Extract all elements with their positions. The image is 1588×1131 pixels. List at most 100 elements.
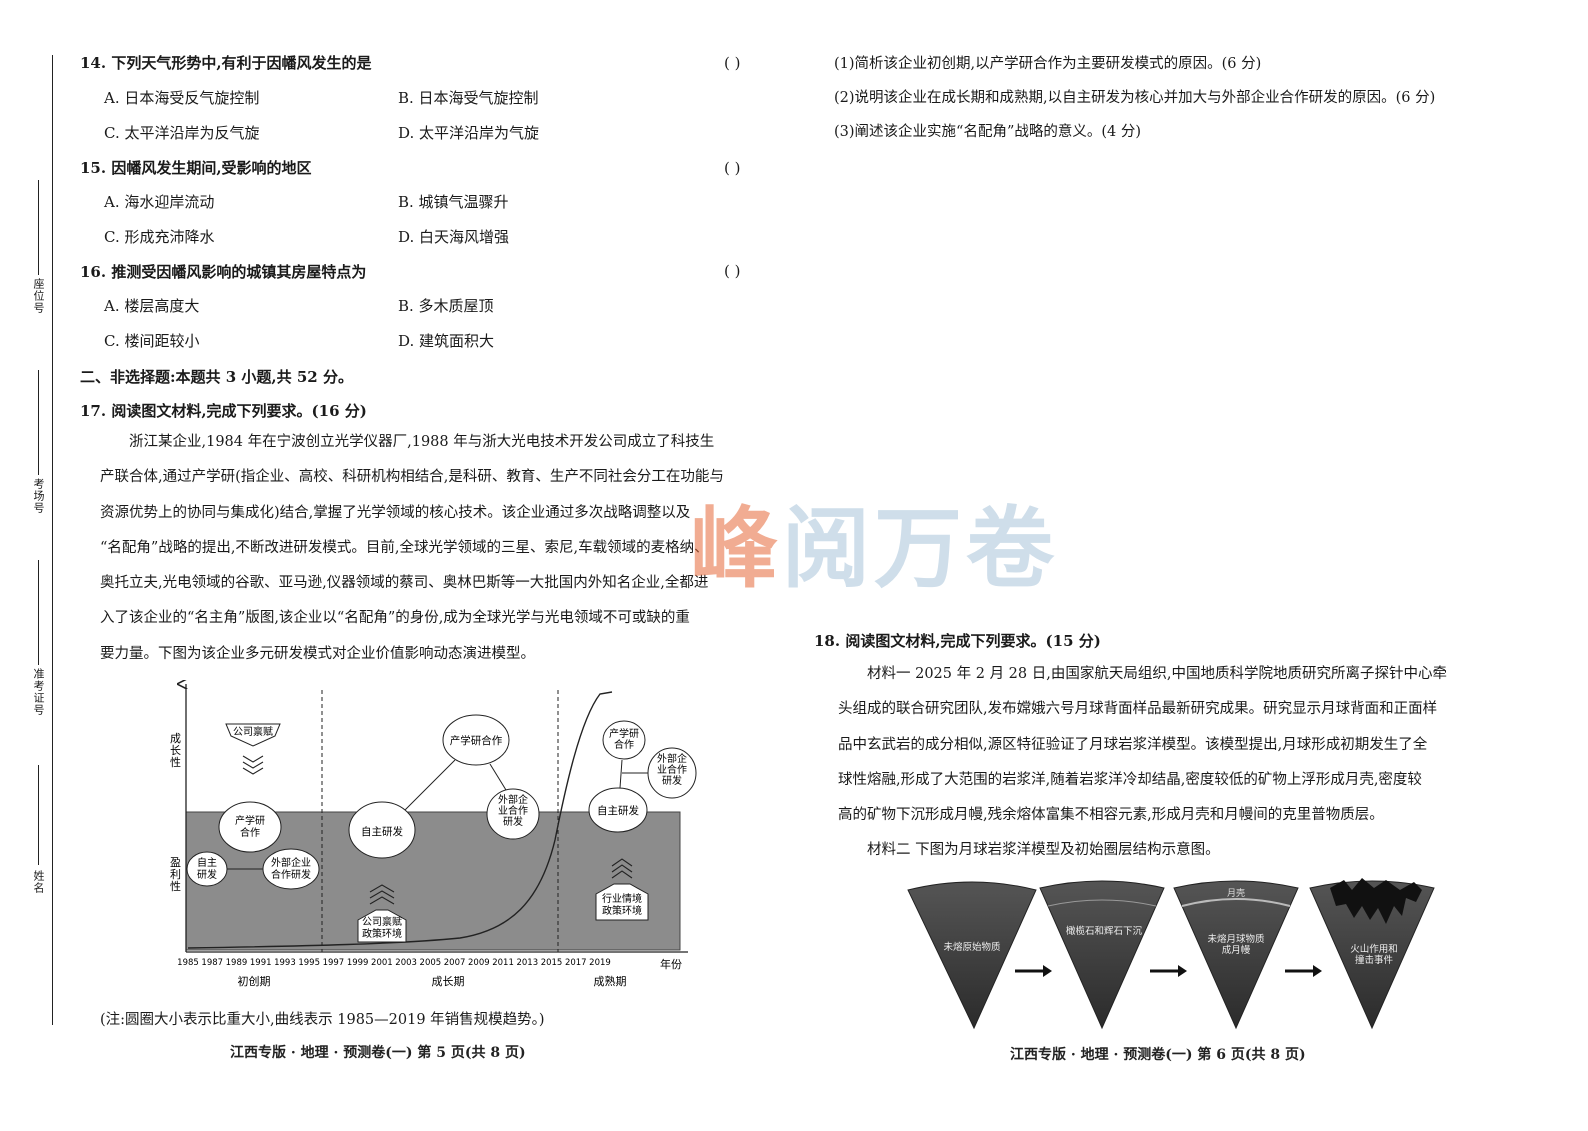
text-line: 自主 (197, 856, 217, 869)
period-label: 成长期 (432, 975, 465, 988)
wedge-label: 橄榄石和辉石下沉 (1066, 925, 1143, 937)
q14-option-a: A. 日本海受反气旋控制 (104, 89, 260, 107)
x-tick-label: 2001 (371, 958, 393, 968)
period-label: 成熟期 (594, 974, 627, 988)
x-tick-label: 2017 (565, 958, 587, 968)
chevrons (611, 858, 633, 879)
text-line: 长 (170, 744, 181, 757)
ylabel-growth: 成长性 (170, 732, 181, 769)
wedge-layer (1047, 899, 1157, 907)
wedge-top-label: 月壳 (1227, 887, 1245, 899)
circle-iur-2 (442, 714, 510, 766)
q15-option-b: B. 城镇气温骤升 (398, 193, 509, 211)
endowment-box-1 (225, 723, 281, 747)
wedge-label: 火山作用和撞击事件 (1350, 943, 1398, 966)
text-line: 研发 (503, 815, 523, 828)
x-tick-label: 2009 (468, 958, 490, 968)
arrow-head (1043, 965, 1052, 977)
x-tick-label: 2005 (420, 958, 442, 968)
text-line: 成 (170, 732, 181, 745)
text-line: 性 (170, 879, 181, 893)
x-tick-label: 2011 (492, 958, 514, 968)
q16-option-a: A. 楼层高度大 (104, 297, 200, 315)
circle-iur-1 (218, 801, 282, 853)
wedge-label: 未熔月球物质成月幔 (1207, 933, 1265, 956)
xlabel-year: 年份 (660, 957, 682, 971)
chevrons (242, 755, 264, 775)
box-label: 公司禀赋政策环境 (362, 915, 402, 940)
text-line: 撞击事件 (1355, 954, 1394, 966)
wedge-crust (1181, 898, 1291, 907)
q17-line: 奥托立夫,光电领域的谷歌、亚马逊,仪器领域的蔡司、奥林巴斯等一大批国内外知名企业… (100, 575, 709, 592)
watermark-rest: 阅万卷 (782, 497, 1059, 600)
circle-external-2 (486, 788, 540, 840)
circle-self-3 (588, 787, 648, 833)
x-tick-label: 2019 (589, 958, 611, 968)
circle-label: 产学研合作 (450, 734, 503, 747)
text-line: 行业情境 (602, 892, 642, 905)
endowment-policy-box (357, 909, 407, 943)
circle-label: 产学研合作 (235, 814, 265, 839)
q18-passage: 材料一 2025 年 2 月 28 日,由国家航天局组织,中国地质科学院地质研究… (838, 657, 1502, 869)
q18-line: 材料二 下图为月球岩浆洋模型及初始圈层结构示意图。 (867, 842, 1220, 859)
seat-label: 座位号 (32, 278, 45, 314)
text-line: 外部企业 (271, 856, 311, 869)
wedge-3 (1173, 880, 1299, 1030)
box-label: 行业情境政策环境 (602, 892, 642, 917)
sales-curve (187, 691, 613, 949)
q16-answer-paren: ( ) (724, 262, 741, 280)
q16-option-b: B. 多木质屋顶 (398, 297, 494, 315)
q17-passage: 浙江某企业,1984 年在宁波创立光学仪器厂,1988 年与浙大光电技术开发公司… (100, 425, 770, 672)
circle-external-1 (262, 848, 320, 890)
x-tick-label: 1989 (226, 958, 248, 968)
ticket-blank (38, 560, 39, 665)
q17-line: 入了该企业的“名主角”版图,该企业以“名配角”的身份,成为全球光学与光电领域不可… (100, 610, 690, 627)
q18-line: 材料一 2025 年 2 月 28 日,由国家航天局组织,中国地质科学院地质研究… (867, 666, 1447, 682)
q18-line: 头组成的联合研究团队,发布嫦娥六号月球背面样品最新研究成果。研究显示月球背面和正… (838, 701, 1438, 718)
text-line: 研发 (197, 868, 217, 881)
section-2-heading: 二、非选择题:本题共 3 小题,共 52 分。 (80, 368, 353, 386)
circle-label: 自主研发 (197, 856, 217, 881)
q16-option-d: D. 建筑面积大 (398, 332, 495, 350)
q17-line: “名配角”战略的提出,不断改进研发模式。目前,全球光学领域的三星、索尼,车载领域… (100, 539, 709, 556)
room-label: 考场号 (32, 478, 45, 514)
name-blank (38, 765, 39, 865)
text-line: 政策环境 (362, 927, 402, 940)
q18-line: 高的矿物下沉形成月幔,残余熔体富集不相容元素,形成月壳和月幔间的克里普物质层。 (838, 807, 1384, 824)
watermark: 峰阅万卷 (690, 478, 1058, 605)
seat-blank (38, 180, 39, 275)
text-line: 合作 (614, 738, 634, 751)
circle-label: 自主研发 (597, 804, 639, 817)
q17-sub-2: (2)说明该企业在成长期和成熟期,以自主研发为核心并加大与外部企业合作研发的原因… (834, 90, 1436, 106)
circle-label: 自主研发 (361, 825, 403, 838)
q14-option-d: D. 太平洋沿岸为气旋 (398, 124, 540, 142)
text-line: 利 (170, 868, 181, 881)
q15-option-a: A. 海水迎岸流动 (104, 193, 215, 211)
period-labels: 初创期成长期成熟期 (238, 974, 627, 988)
arrow-head (1313, 965, 1322, 977)
q18-stem: 18. 阅读图文材料,完成下列要求。(15 分) (814, 632, 1101, 650)
text-line: 业合作 (657, 763, 687, 776)
q18-line: 球性熔融,形成了大范围的岩浆洋,随着岩浆洋冷却结晶,密度较低的矿物上浮形成月壳,… (838, 771, 1422, 788)
q14-option-b: B. 日本海受气旋控制 (398, 89, 539, 107)
ticket-label: 准考证号 (32, 668, 45, 716)
q18-line: 品中玄武岩的成分相似,源区特征验证了月球岩浆洋模型。该模型提出,月球形成初期发生… (838, 736, 1428, 753)
q17-line: 产联合体,通过产学研(指企业、高校、科研机构相结合,是科研、教育、生产不同社会分… (100, 469, 724, 486)
text-line: 公司禀赋 (233, 725, 273, 738)
text-line: 公司禀赋 (362, 915, 402, 928)
text-line: 研发 (662, 774, 682, 787)
text-line: 性 (170, 755, 181, 769)
x-tick-label: 2013 (516, 958, 538, 968)
x-tick-label: 2007 (444, 958, 466, 968)
chevrons (369, 884, 395, 905)
x-tick-label: 1997 (323, 958, 345, 968)
circle-label: 外部企业合作研发 (271, 856, 311, 881)
ylabel-profit: 盈利性 (170, 856, 181, 893)
circle-iur-3 (602, 720, 646, 760)
text-line: 盈 (170, 856, 181, 869)
wedge-label: 未熔原始物质 (943, 941, 1001, 953)
x-tick-label: 1999 (347, 958, 369, 968)
q14-stem: 14. 下列天气形势中,有利于因幡风发生的是 (80, 54, 372, 72)
